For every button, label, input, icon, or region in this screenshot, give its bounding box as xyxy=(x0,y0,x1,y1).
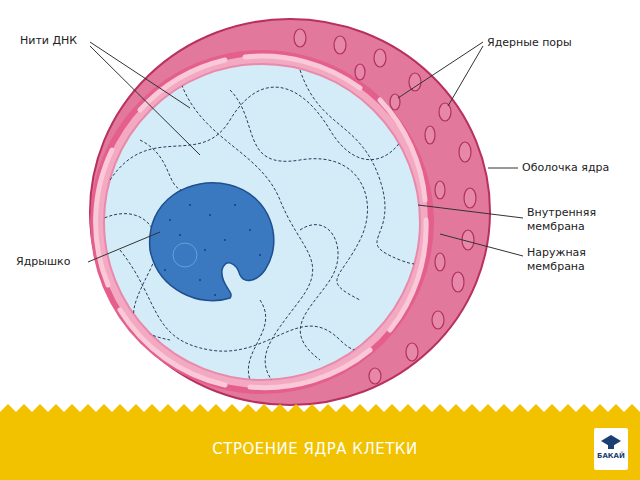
nucleolus xyxy=(150,183,274,301)
logo-text: БАКАЙ xyxy=(594,452,628,460)
nuclear-pores xyxy=(294,29,476,384)
part-label: Нити ДНК xyxy=(20,34,90,48)
nuclear-envelope xyxy=(90,19,490,405)
inner-membrane-segments xyxy=(96,56,427,388)
nucleoplasm xyxy=(104,64,420,380)
leader-lines xyxy=(88,42,523,262)
logo-box xyxy=(594,428,628,470)
nucleolus-granules xyxy=(164,204,261,296)
dna-threads xyxy=(100,70,430,390)
perinuclear-space xyxy=(96,56,428,388)
caption: СТРОЕНИЕ ЯДРА КЛЕТКИ xyxy=(160,440,470,458)
part-label: Наружная мембрана xyxy=(527,246,615,274)
caption-banner xyxy=(0,404,640,480)
part-label: Оболочка ядра xyxy=(522,161,634,175)
envelope-cut-rim xyxy=(90,50,434,394)
part-label: Ядрышко xyxy=(16,255,88,269)
part-label: Внутренняя мембрана xyxy=(527,206,615,234)
logo-cap-base xyxy=(608,445,614,449)
part-label: Ядерные поры xyxy=(487,36,597,50)
nucleolus-inner xyxy=(173,243,197,267)
